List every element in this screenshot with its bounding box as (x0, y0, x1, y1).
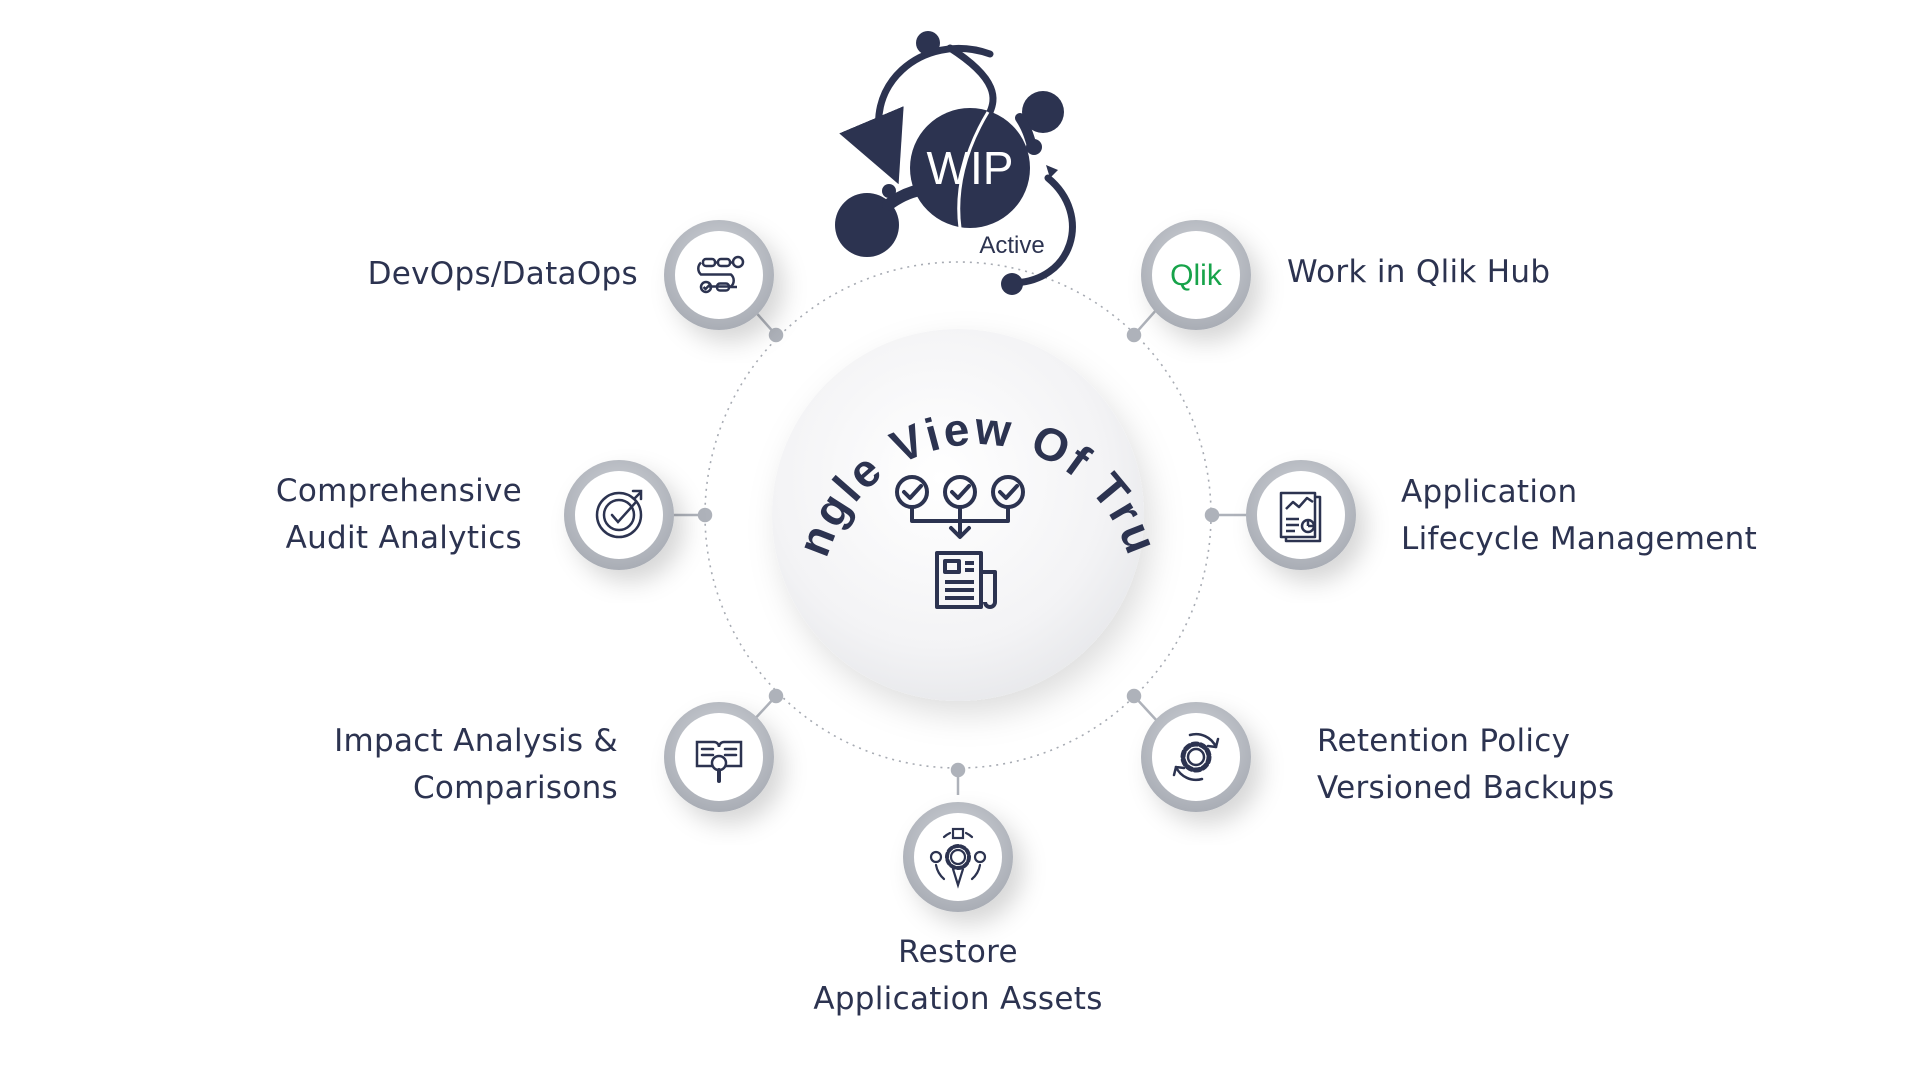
label-impact-line-2: Comparisons (412, 770, 618, 806)
label-devops: DevOps/DataOps (368, 251, 638, 298)
badge-audit (564, 460, 674, 570)
logo-arrow-right (1046, 165, 1058, 178)
label-restore-line-2: Application Assets (813, 981, 1103, 1017)
qlik-logo-icon: Qlik (1170, 259, 1223, 292)
logo-text: WIP (927, 142, 1014, 194)
logo-arc-right (1007, 174, 1076, 287)
label-alm: Application Lifecycle Management (1401, 469, 1757, 563)
gear-cycle-icon (1172, 732, 1220, 782)
pipeline-icon (697, 255, 745, 294)
logo-node-bottom (1001, 273, 1023, 295)
badge-restore (903, 802, 1013, 912)
label-retention-line-2: Versioned Backups (1317, 770, 1615, 806)
badge-devops (664, 220, 774, 330)
magnifier-book-icon (695, 740, 743, 783)
label-audit: Comprehensive Audit Analytics (276, 468, 522, 562)
label-alm-line-2: Lifecycle Management (1401, 521, 1758, 557)
logo-blob-dot (1026, 139, 1042, 155)
label-restore: Restore Application Assets (758, 929, 1158, 1023)
logo-subtext: Active (979, 232, 1044, 259)
badge-qlik-hub: Qlik (1141, 220, 1251, 330)
logo-core-circle (910, 108, 1030, 228)
badge-retention (1141, 702, 1251, 812)
logo-arc-left (839, 45, 994, 185)
label-retention: Retention Policy Versioned Backups (1317, 718, 1614, 812)
label-retention-line-1: Retention Policy (1317, 723, 1571, 759)
logo-node-top (916, 31, 940, 55)
logo-blob-right (1022, 91, 1064, 133)
document-icon (935, 551, 997, 609)
label-qlik-hub-line-1: Work in Qlik Hub (1287, 254, 1551, 290)
label-impact-line-1: Impact Analysis & (334, 723, 618, 759)
logo-core-swoosh (957, 111, 990, 229)
checklist-icon (895, 475, 1025, 539)
label-audit-line-1: Comprehensive (275, 473, 522, 509)
badge-impact (664, 702, 774, 812)
label-impact: Impact Analysis & Comparisons (334, 718, 618, 812)
report-chart-icon (1279, 491, 1322, 543)
connectors (674, 307, 1246, 795)
label-audit-line-2: Audit Analytics (285, 520, 522, 556)
logo-blob-left-dot (882, 184, 896, 198)
label-restore-line-1: Restore (898, 934, 1018, 970)
audit-target-icon (595, 489, 643, 539)
logo-arc-top (946, 44, 997, 116)
label-alm-line-1: Application (1401, 474, 1578, 510)
label-devops-line-1: DevOps/DataOps (367, 256, 638, 292)
label-qlik-hub: Work in Qlik Hub (1287, 249, 1550, 296)
restore-gear-icon (929, 827, 987, 889)
logo-blob-left (835, 193, 899, 257)
badge-alm (1246, 460, 1356, 570)
wip-logo: WIP Active (835, 31, 1076, 295)
